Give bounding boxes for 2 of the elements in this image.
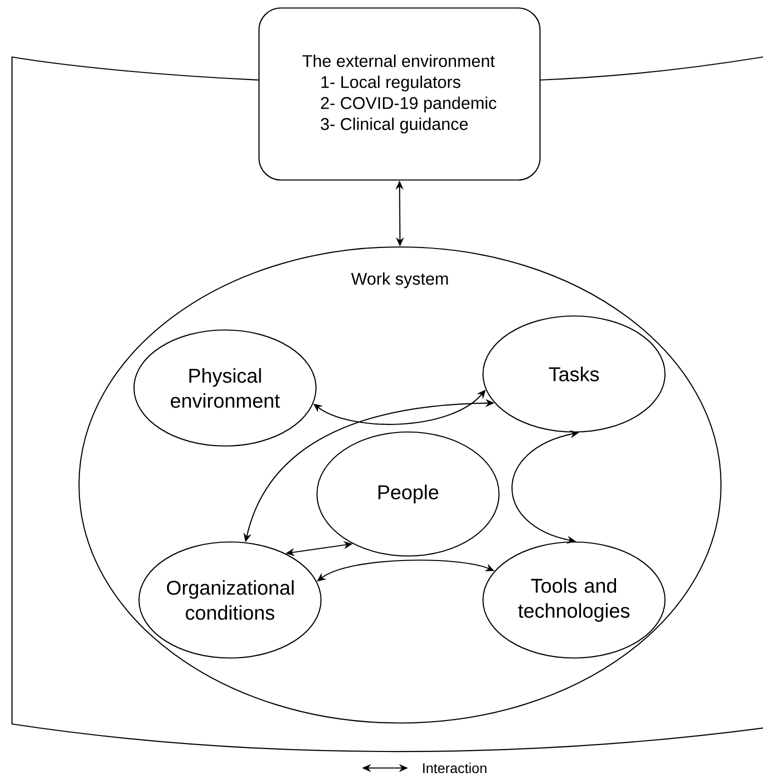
legend-label: Interaction — [423, 762, 486, 774]
environment-box: The external environment 1- Local regulators 2- COVID-19 pandemic 3- Clinical guidance — [258, 7, 541, 181]
